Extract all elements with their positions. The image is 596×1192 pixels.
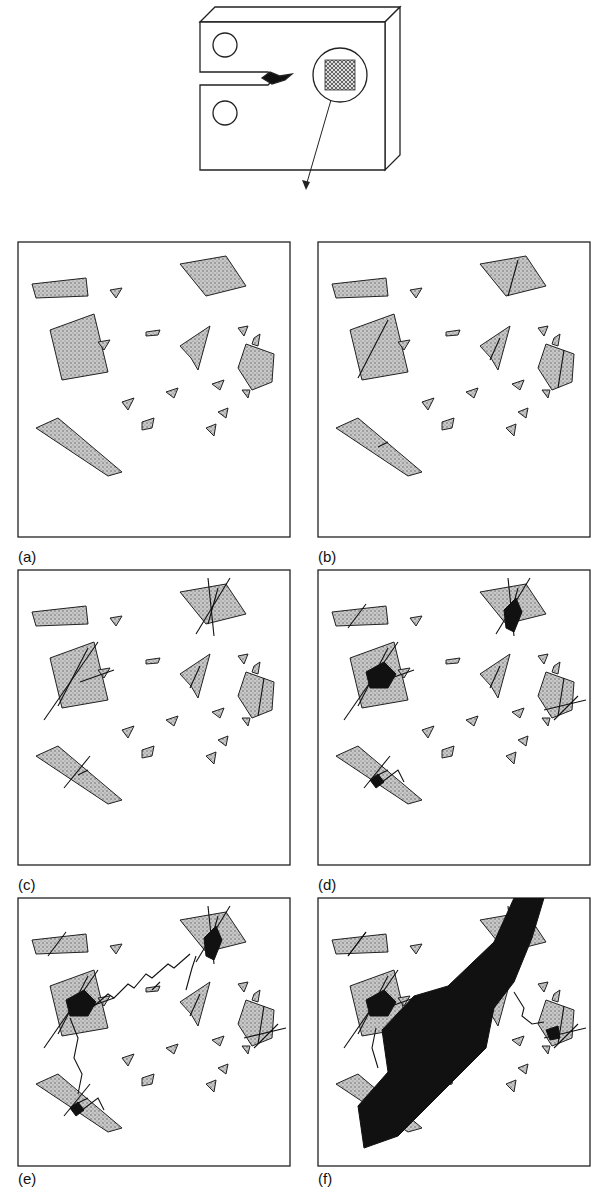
compact-tension-specimen	[200, 7, 400, 190]
panel-label: (c)	[18, 876, 36, 893]
microstructure-panel	[18, 242, 290, 537]
microstructure-panel	[318, 898, 590, 1166]
microstructure-panel	[18, 570, 290, 865]
panel-label: (f)	[318, 1170, 332, 1187]
panel-label: (a)	[18, 548, 36, 565]
microstructure-panel	[18, 898, 290, 1166]
microstructure-panel	[318, 570, 590, 865]
panel-label: (e)	[18, 1170, 36, 1187]
panel-label: (d)	[318, 876, 336, 893]
microstructure-panel	[318, 242, 590, 537]
panel-label: (b)	[318, 548, 336, 565]
